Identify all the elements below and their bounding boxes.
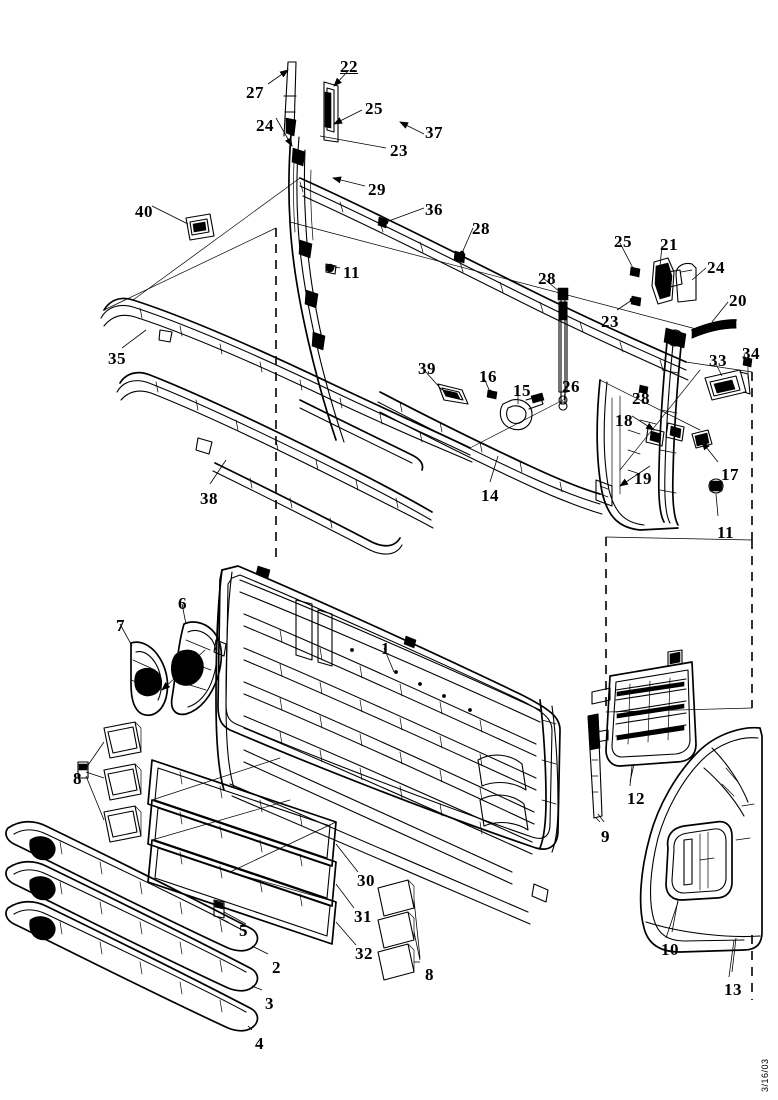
callout-leaders [119, 69, 749, 978]
callout-12: 12 [627, 789, 645, 808]
callout-29: 29 [368, 180, 386, 199]
callout-25-pillar: 25 [614, 232, 632, 251]
callout-23-pillar: 23 [601, 312, 619, 331]
callout-39: 39 [418, 359, 436, 378]
side-grille-6 [170, 621, 223, 716]
callout-23-upper: 23 [390, 141, 408, 160]
callout-6: 6 [178, 594, 187, 613]
callout-9: 9 [601, 827, 610, 846]
callout-27: 27 [246, 83, 264, 102]
callout-31: 31 [354, 907, 372, 926]
callout-40: 40 [135, 202, 153, 221]
callout-17: 17 [721, 465, 739, 484]
callout-8-a: 8 [73, 769, 82, 788]
callout-28-b: 28 [538, 269, 556, 288]
callout-38: 38 [200, 489, 218, 508]
moulding-bars-2-3-4 [5, 820, 269, 1032]
callout-3: 3 [265, 994, 274, 1013]
callout-18: 18 [615, 411, 633, 430]
callout-28-a: 28 [472, 219, 490, 238]
callout-28-c: 28 [632, 389, 650, 408]
moulding-lower-38 [116, 371, 434, 555]
callout-21: 21 [660, 235, 678, 254]
callout-8-b: 8 [425, 965, 434, 984]
callout-10: 10 [661, 940, 679, 959]
callout-15: 15 [513, 381, 531, 400]
callout-32: 32 [355, 944, 373, 963]
callout-34: 34 [742, 344, 760, 363]
callout-33: 33 [709, 351, 727, 370]
insert-clip-set-a [77, 721, 142, 843]
air-intake-grille-12 [591, 649, 697, 783]
callout-30: 30 [357, 871, 375, 890]
callout-19: 19 [634, 469, 652, 488]
callout-13: 13 [724, 980, 742, 999]
hinge-rod-9 [587, 713, 603, 823]
callout-11-b: 11 [717, 523, 735, 542]
callout-4: 4 [255, 1034, 264, 1053]
moulding-upper-35 [100, 177, 701, 463]
callout-5: 5 [239, 921, 248, 940]
callout-11-a: 11 [343, 263, 361, 282]
callout-25-upper: 25 [365, 99, 383, 118]
callout-22: 22 [340, 57, 358, 76]
callout-14: 14 [481, 486, 499, 505]
callout-36: 36 [425, 200, 443, 219]
callout-1: 1 [381, 639, 390, 658]
callout-24-upper-left: 24 [256, 116, 274, 135]
callout-20: 20 [729, 291, 747, 310]
callout-2: 2 [272, 958, 281, 977]
corner-panel-10-13 [639, 726, 763, 973]
callout-26: 26 [562, 377, 580, 396]
drawing-watermark: 3/16/03 [760, 1058, 770, 1092]
callout-16: 16 [479, 367, 497, 386]
callout-24-upper-right: 24 [707, 258, 725, 277]
callout-37: 37 [425, 123, 443, 142]
callout-7: 7 [116, 616, 125, 635]
gas-strut-26 [558, 301, 568, 411]
grille-bars-30-31-32 [147, 757, 337, 945]
alignment-dash-lines [275, 228, 753, 1000]
cross-member-14 [377, 383, 613, 515]
side-trim-7 [130, 641, 206, 717]
insert-clip-set-b [377, 879, 421, 981]
radiator-grille-panel-1 [213, 565, 561, 925]
callout-35: 35 [108, 349, 126, 368]
